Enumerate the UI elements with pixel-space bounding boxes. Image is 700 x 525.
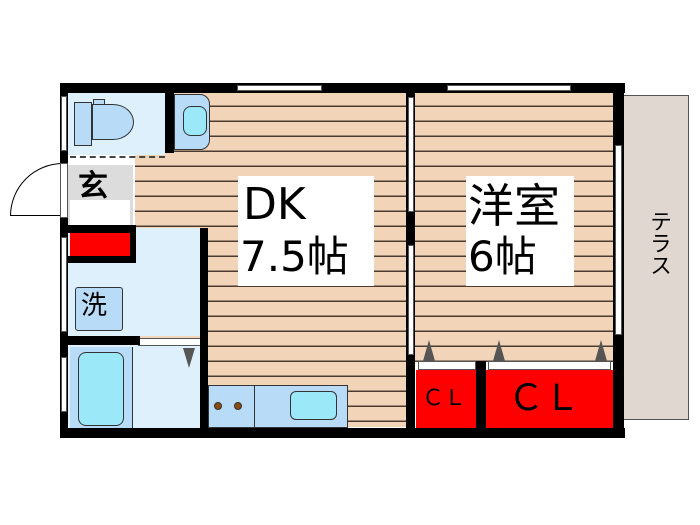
closet-small-label: ＣＬ (422, 386, 467, 411)
dk-name: DK (243, 179, 306, 230)
washer-label: 洗 (81, 291, 108, 321)
closet-large (486, 370, 613, 428)
entrance-floor (70, 200, 130, 226)
closet-large-door[interactable] (488, 361, 611, 370)
kitchen-sink (290, 391, 337, 420)
window-dk-top (237, 85, 322, 91)
toilet-pipe (93, 99, 105, 105)
entrance-door-leaf (60, 163, 68, 218)
shoe-cabinet-wall (68, 256, 136, 263)
closet-small (416, 370, 476, 428)
toilet-door-rail (70, 156, 165, 161)
washbasin-bowl (183, 106, 207, 136)
door-marker-1 (423, 340, 435, 361)
terrace-label: テラス (646, 210, 671, 276)
dk-label-box (238, 176, 374, 286)
wall-toilet-right (165, 83, 174, 153)
bath-door[interactable] (138, 338, 202, 346)
closet-large-label: ＣＬ (508, 378, 581, 419)
wall-closet-divider (476, 361, 486, 431)
shoe-cabinet-side-wall (130, 228, 136, 263)
western-label-box (466, 176, 574, 286)
closet-small-door[interactable] (418, 361, 476, 370)
western-name: 洋室 (468, 179, 560, 233)
window-western-top (447, 85, 571, 91)
window-western-right (615, 145, 622, 335)
washer-pan (75, 287, 123, 331)
western-size: 6帖 (468, 232, 537, 281)
toilet-bowl (92, 104, 134, 140)
door-marker-2 (493, 340, 505, 361)
bathtub (78, 352, 124, 426)
window-partition-lower (408, 245, 414, 355)
window-left-bath (61, 357, 67, 412)
entrance-label: 玄 (78, 169, 108, 204)
door-marker-3 (595, 340, 607, 361)
window-left-wash (61, 237, 67, 332)
burner-2 (234, 402, 242, 410)
window-partition-upper (408, 97, 414, 212)
bath-door-marker (183, 348, 195, 368)
shoe-cabinet-fill (70, 233, 130, 258)
stove (208, 385, 255, 428)
window-left-toilet (61, 96, 67, 151)
burner-1 (214, 402, 222, 410)
wall-entrance-bottom (60, 225, 136, 233)
entrance-door[interactable] (10, 163, 64, 216)
wall-wash-right (200, 228, 208, 438)
wall-top (60, 83, 625, 93)
toilet-tank (74, 102, 92, 146)
wall-wash-bath (60, 336, 140, 345)
dk-size: 7.5帖 (240, 232, 349, 281)
wall-bottom (60, 428, 625, 438)
